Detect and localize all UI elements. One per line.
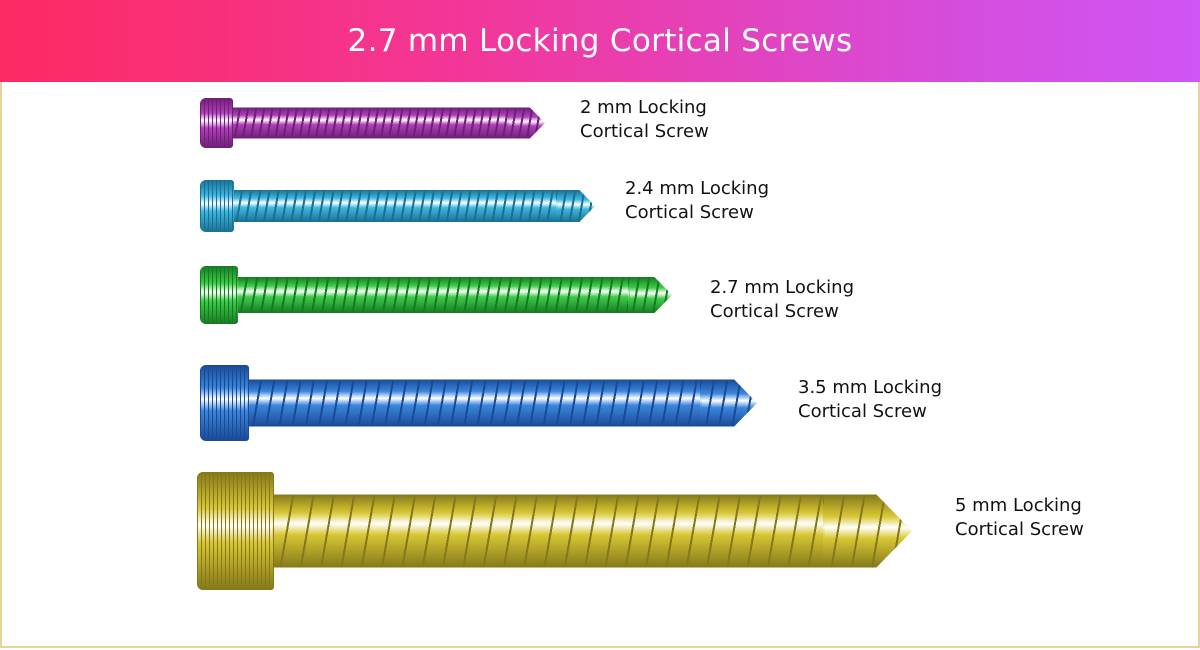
page-title: 2.7 mm Locking Cortical Screws [347,23,853,59]
screw-shaft [231,107,509,139]
screw-head [200,365,249,441]
label-line: Cortical Screw [955,519,1084,540]
label-line: 3.5 mm Locking [798,377,943,398]
label-line: 2.4 mm Locking [625,178,770,199]
label-line: Cortical Screw [580,121,709,142]
screw-head [200,98,233,148]
screw-head [200,180,234,232]
screw-2-7mm [200,266,672,324]
screw-tip [628,277,672,313]
content-frame [0,82,1200,648]
screw-tip [556,190,595,222]
title-banner: 2.7 mm Locking Cortical Screws [0,0,1200,82]
label-line: Cortical Screw [625,202,754,223]
label-line: Cortical Screw [710,301,839,322]
screw-shaft [236,277,630,313]
screw-head [197,472,274,590]
screw-2-4mm [200,180,595,232]
screw-2mm [200,98,545,148]
screw-shaft [272,494,825,568]
screw-3-5mm [200,365,757,441]
screw-tip [507,107,545,139]
screw-head [200,266,238,324]
screw-shaft [232,190,558,222]
screw-tip [823,494,912,568]
label-line: 2 mm Locking [580,97,707,118]
label-line: 2.7 mm Locking [710,277,855,298]
label-line: 5 mm Locking [955,495,1082,516]
screw-5mm [197,472,912,590]
label-line: Cortical Screw [798,401,927,422]
screw-shaft [247,379,702,427]
screw-tip [700,379,757,427]
